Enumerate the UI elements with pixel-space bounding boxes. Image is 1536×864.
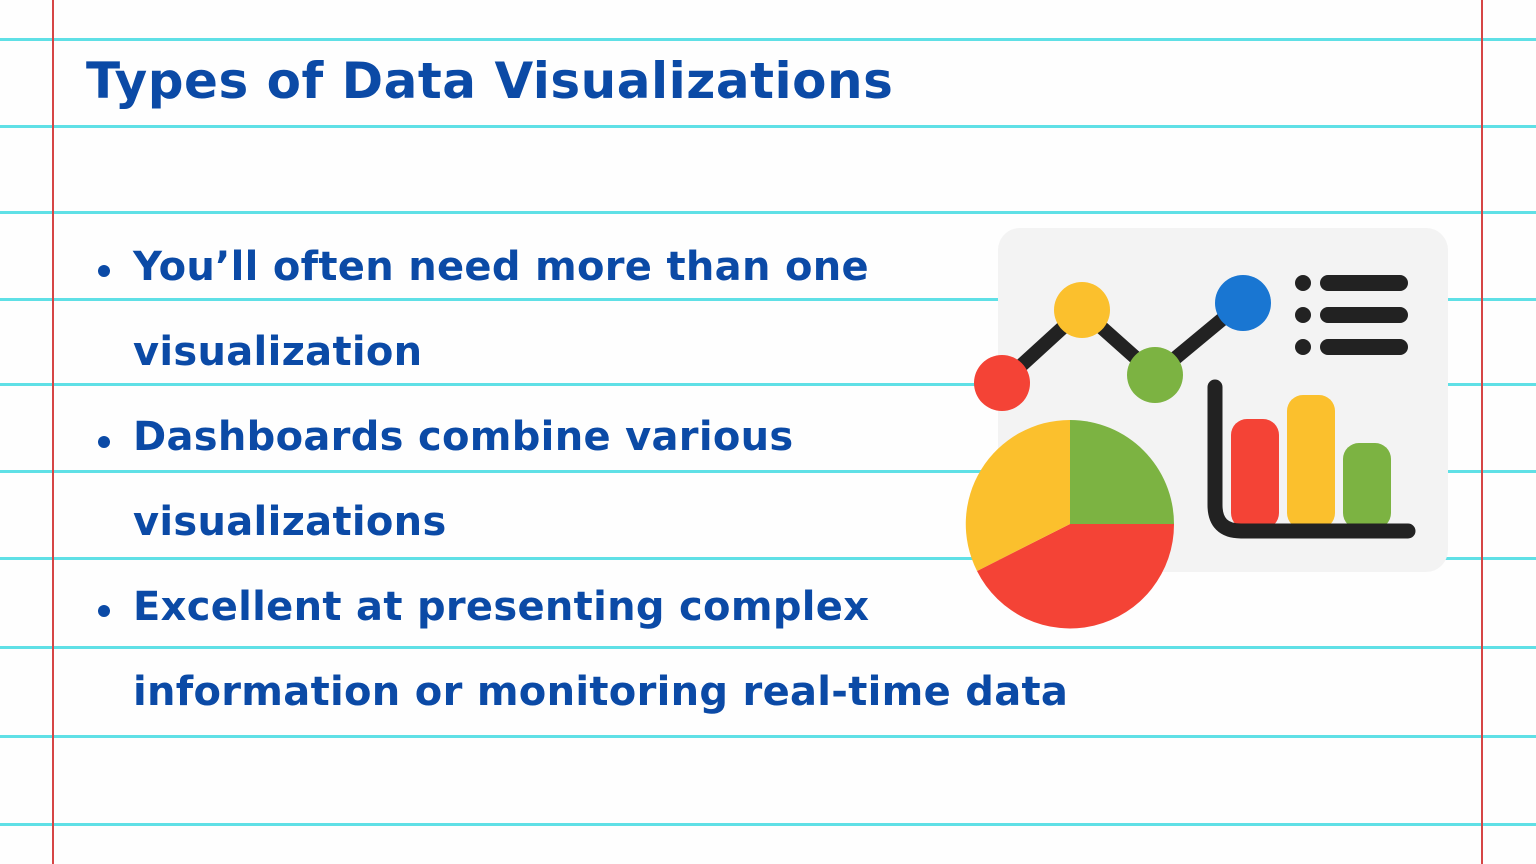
bullet-text: visualizations: [133, 499, 447, 545]
bullet-text: information or monitoring real-time data: [133, 669, 1069, 715]
ruled-line: [0, 383, 1536, 386]
ruled-line: [0, 646, 1536, 649]
ruled-line: [0, 211, 1536, 214]
dashboard-illustration-icon: [965, 228, 1448, 629]
ruled-line: [0, 735, 1536, 738]
bullet-text: visualization: [133, 329, 423, 375]
bullet-dot: [98, 265, 110, 277]
ruled-line: [0, 470, 1536, 473]
page-title: Types of Data Visualizations: [86, 52, 894, 110]
margin-line-left: [52, 0, 54, 864]
bullet-text: You’ll often need more than one: [133, 244, 869, 290]
ruled-line: [0, 823, 1536, 826]
ruled-line: [0, 298, 1536, 301]
ruled-line: [0, 557, 1536, 560]
bullet-text: Dashboards combine various: [133, 414, 794, 460]
ruled-line: [0, 125, 1536, 128]
bullet-dot: [98, 605, 110, 617]
margin-line-right: [1481, 0, 1483, 864]
bullet-dot: [98, 436, 110, 448]
bullet-text: Excellent at presenting complex: [133, 584, 870, 630]
ruled-line: [0, 38, 1536, 41]
